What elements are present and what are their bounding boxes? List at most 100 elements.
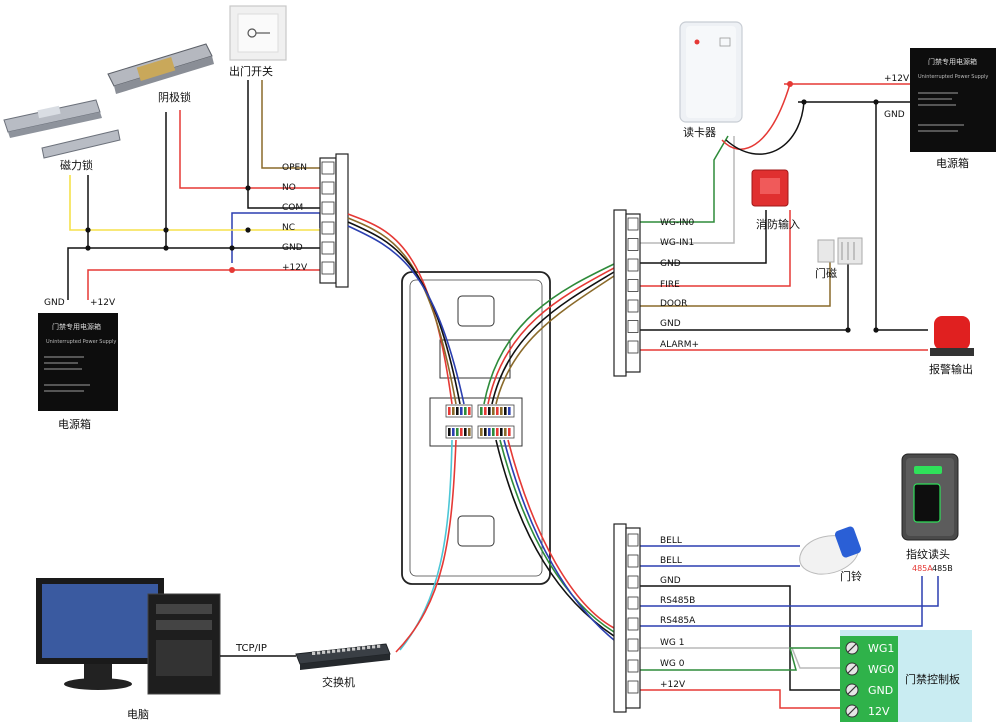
connector-pin — [484, 428, 487, 436]
controller-terminal-wg0: WG0 — [868, 663, 894, 676]
switch-port — [332, 649, 336, 653]
terminal-label-rs485a: RS485A — [660, 616, 696, 626]
strike-lock: 阴极锁 — [107, 43, 214, 104]
terminal-label-alarm: ALARM+ — [660, 340, 699, 350]
exit-button: 出门开关 — [229, 5, 287, 78]
right-top-wiring — [640, 83, 928, 351]
switch-port — [322, 650, 326, 654]
connector-pin — [504, 428, 507, 436]
connector-pin — [456, 428, 459, 436]
psu-right-title: 门禁专用电源箱 — [928, 57, 977, 66]
controller-panel: WG1 WG0 GND 12V 门禁控制板 — [840, 630, 972, 722]
connector-pin — [480, 407, 483, 415]
left-wiring — [67, 80, 321, 300]
switch-port — [327, 650, 331, 654]
right-top-dots — [787, 81, 879, 333]
connector-pin — [488, 407, 491, 415]
fingerprint-label: 指纹读头 — [906, 547, 950, 561]
terminal-slot — [627, 258, 639, 272]
alarm-output-label: 报警输出 — [929, 362, 973, 376]
psu-right-subtitle: Uninterrupted Power Supply — [918, 74, 988, 80]
connector-pin — [468, 407, 471, 415]
strike-lock-label: 阴极锁 — [158, 90, 191, 104]
network-switch: 交换机 — [295, 643, 391, 689]
switch-port — [362, 646, 366, 650]
connector-pin — [496, 407, 499, 415]
terminal-label-wg0: WG 0 — [660, 659, 685, 669]
terminal-slot — [627, 554, 639, 568]
terminal-label-wg-in1: WG-IN1 — [660, 238, 694, 248]
connector-pin — [464, 407, 467, 415]
connector-pin — [448, 428, 451, 436]
terminal-label-rs485b: RS485B — [660, 596, 695, 606]
controller-terminal-wg1: WG1 — [868, 642, 894, 655]
terminal-label-gnd: GND — [660, 576, 681, 586]
connector-pin — [492, 428, 495, 436]
fire-input-label: 消防输入 — [756, 217, 800, 231]
terminal-slot — [627, 659, 639, 673]
psu-left: GND +12V 门禁专用电源箱 Uninterrupted Power Sup… — [38, 298, 118, 431]
controller-terminal-gnd: GND — [868, 684, 893, 697]
terminal-label-door: DOOR — [660, 299, 687, 309]
terminal-slot — [627, 680, 639, 694]
terminal-slot — [627, 340, 639, 354]
connector-pin — [448, 407, 451, 415]
wire-harness — [347, 213, 615, 653]
computer-label: 电脑 — [127, 708, 149, 721]
center-device — [401, 271, 551, 585]
switch-port — [312, 652, 316, 655]
right-bottom-terminal-block — [613, 523, 641, 713]
connector-pin — [500, 407, 503, 415]
terminal-label-open: OPEN — [282, 163, 307, 173]
switch-port — [317, 651, 321, 655]
connector-pin — [468, 428, 471, 436]
terminal-slot — [627, 617, 639, 631]
right-top-terminal-block — [613, 209, 641, 377]
mag-lock-label: 磁力锁 — [60, 158, 93, 172]
psu-left-gnd-label: GND — [44, 298, 65, 308]
door-bell: 门铃 — [799, 526, 862, 583]
terminal-label-12v: +12V — [282, 263, 308, 273]
switch-port — [337, 649, 341, 653]
switch-port — [352, 647, 356, 651]
terminal-label-wg1: WG 1 — [660, 638, 684, 648]
connector-pin — [464, 428, 467, 436]
terminal-label-gnd: GND — [282, 243, 303, 253]
terminal-slot — [627, 238, 639, 251]
card-reader: 读卡器 — [679, 21, 743, 139]
switch-port — [372, 645, 376, 649]
terminal-slot — [627, 533, 639, 547]
right-bottom-wiring — [640, 545, 939, 709]
terminal-label-no: NO — [282, 183, 296, 193]
left-terminal-block — [319, 153, 349, 288]
controller-panel-label: 门禁控制板 — [905, 672, 960, 686]
connector-pin — [488, 428, 491, 436]
connector-pin — [480, 428, 483, 436]
controller-terminal-12v: 12V — [868, 705, 890, 718]
psu-right-12v-label: +12V — [884, 74, 910, 84]
connector-pin — [496, 428, 499, 436]
terminal-slot — [321, 201, 335, 215]
right-bottom-terminal-labels: BELL BELL GND RS485B RS485A WG 1 WG 0 +1… — [660, 536, 696, 690]
terminal-label-gnd-2: GND — [660, 319, 681, 329]
terminal-slot — [321, 221, 335, 235]
switch-port — [377, 644, 381, 648]
fingerprint-reader: 指纹读头 485A 485B — [901, 453, 959, 573]
terminal-slot — [321, 261, 335, 275]
connector-pin — [500, 428, 503, 436]
psu-right: +12V GND 门禁专用电源箱 Uninterrupted Power Sup… — [884, 48, 996, 170]
switch-port — [342, 648, 346, 652]
terminal-label-bell-2: BELL — [660, 556, 682, 566]
terminal-slot — [627, 279, 639, 292]
terminal-slot — [321, 241, 335, 255]
terminal-slot — [627, 320, 639, 333]
terminal-slot — [321, 181, 335, 195]
psu-left-12v-label: +12V — [90, 298, 116, 308]
switch-port — [367, 645, 371, 649]
connector-pin — [460, 407, 463, 415]
mag-lock: 磁力锁 — [3, 99, 121, 172]
connector-pin — [508, 428, 511, 436]
terminal-label-fire: FIRE — [660, 280, 680, 290]
right-top-terminal-labels: WG-IN0 WG-IN1 GND FIRE DOOR GND ALARM+ — [660, 218, 699, 350]
